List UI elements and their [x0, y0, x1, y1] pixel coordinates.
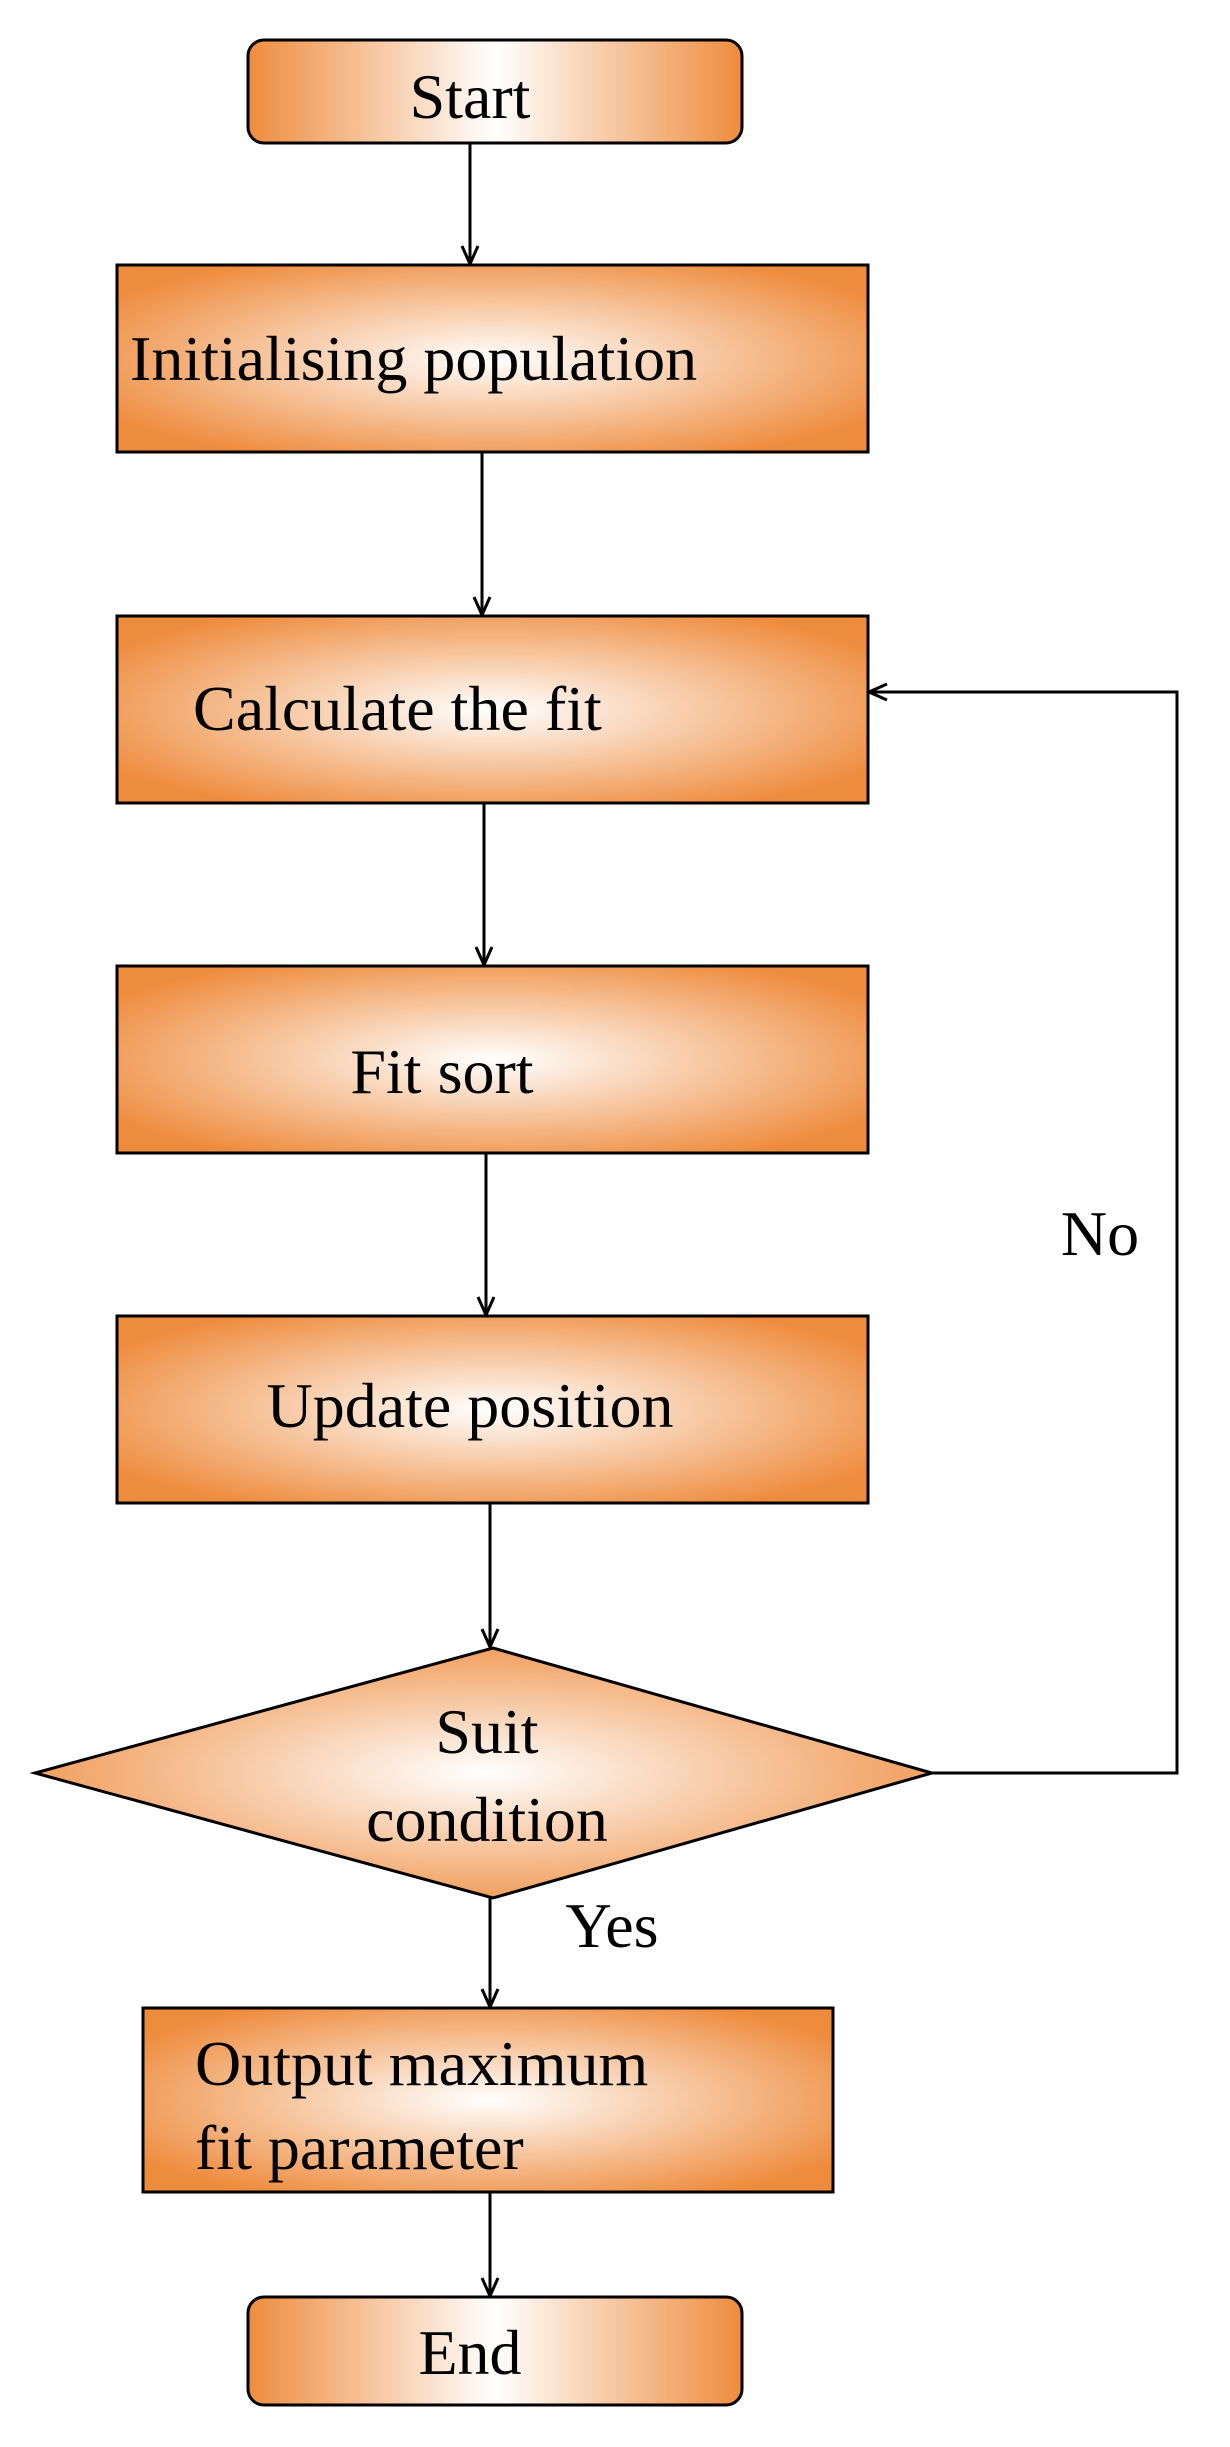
suit-condition-label-line2: condition [366, 1784, 608, 1855]
init-population-node: Initialising population [115, 263, 870, 454]
end-node: End [246, 2295, 744, 2407]
edge-label-no: No [1061, 1198, 1139, 1269]
suit-condition-label-line1: Suit [435, 1696, 538, 1767]
calculate-fit-label: Calculate the fit [193, 673, 602, 744]
arrow-no-loop [869, 692, 1179, 1775]
start-label: Start [410, 61, 531, 132]
update-position-node: Update position [115, 1314, 870, 1505]
end-label: End [418, 2317, 521, 2388]
output-max-label-line1: Output maximum [195, 2028, 648, 2099]
start-node: Start [246, 38, 744, 145]
init-population-label: Initialising population [130, 323, 697, 394]
output-max-label-line2: fit parameter [195, 2112, 524, 2183]
edge-label-yes: Yes [565, 1890, 658, 1961]
fit-sort-label: Fit sort [350, 1036, 533, 1107]
update-position-label: Update position [266, 1370, 673, 1441]
suit-condition-node: Suit condition [29, 1646, 938, 1900]
fit-sort-node: Fit sort [115, 964, 870, 1155]
calculate-fit-node: Calculate the fit [115, 614, 870, 805]
output-max-node: Output maximum fit parameter [141, 2006, 835, 2194]
